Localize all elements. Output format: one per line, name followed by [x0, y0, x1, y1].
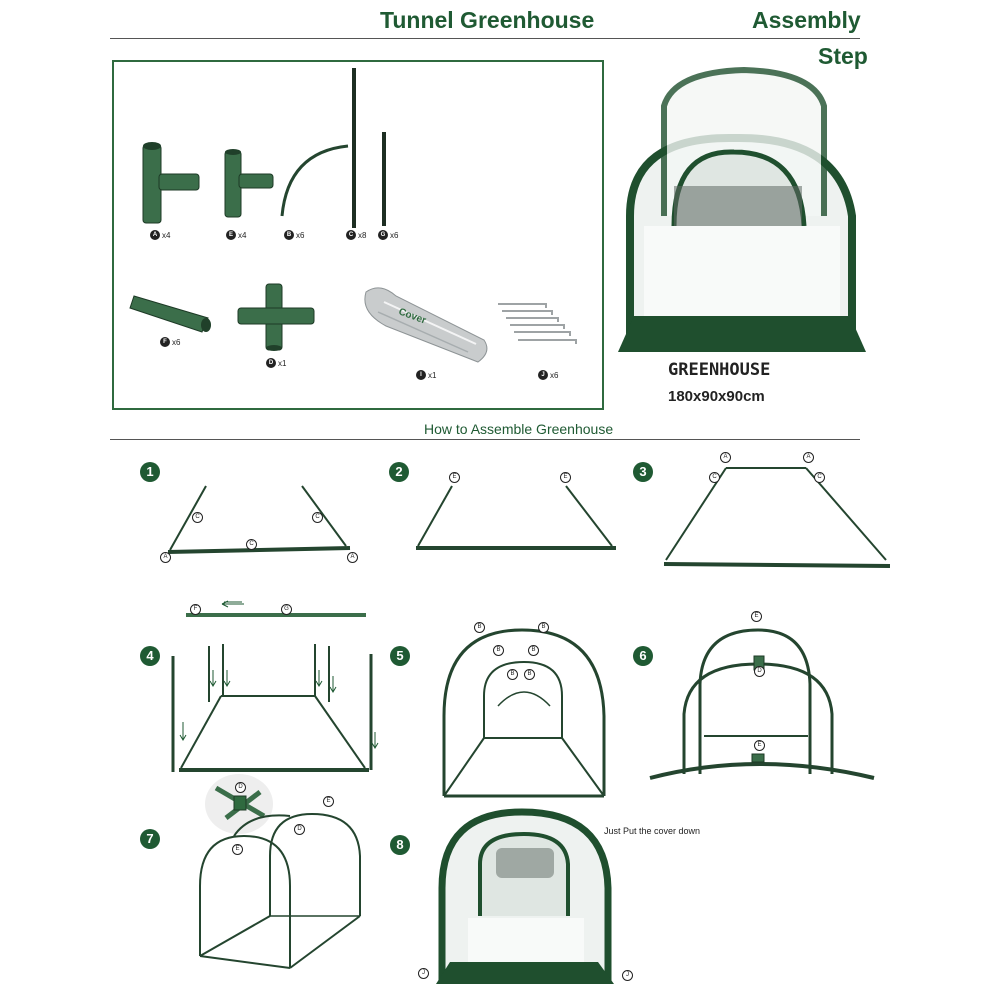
part-f-sleeve: [129, 295, 211, 333]
step-title: Step: [818, 43, 868, 69]
part-d-cross-connector: [237, 283, 315, 351]
step-5-tag: B: [474, 622, 485, 633]
header-rule: [110, 38, 860, 39]
step-1-tag: A: [160, 552, 171, 563]
step-1-tag: A: [347, 552, 358, 563]
greenhouse-photo: [618, 66, 866, 352]
step-6-tag: D: [754, 666, 765, 677]
step-4-pole-diagram: [186, 600, 366, 617]
step-4-diagram: [171, 644, 379, 772]
step-5-tag: B: [524, 669, 535, 680]
section-rule: [110, 439, 860, 440]
part-b-curved-pole: [280, 144, 349, 217]
step-number-1: 1: [140, 462, 160, 482]
step-2-tag: E: [560, 472, 571, 483]
step-number-2: 2: [389, 462, 409, 482]
section-title: How to Assemble Greenhouse: [424, 421, 614, 437]
step-5-tag: B: [538, 622, 549, 633]
step-8-tag: J: [622, 970, 633, 981]
product-size: 180x90x90cm: [668, 388, 765, 405]
step-8-tag: J: [418, 968, 429, 979]
part-j-ground-stakes: [498, 303, 577, 344]
step-5-tag: B: [528, 645, 539, 656]
part-e-tee-connector: [224, 149, 274, 218]
assembly-title: Assembly: [752, 7, 861, 33]
step-5-tag: B: [493, 645, 504, 656]
step-6-tag: E: [754, 740, 765, 751]
step-number-5: 5: [390, 646, 410, 666]
part-c-long-pole: [352, 68, 356, 228]
step-7-tag: E: [323, 796, 334, 807]
step-2-diagram: [416, 485, 616, 550]
part-a-tee-connector: [142, 142, 200, 224]
parts-list-box: [112, 60, 604, 410]
step-5-tag: B: [507, 669, 518, 680]
step-6-tag: E: [751, 611, 762, 622]
part-i-cover-roll: [364, 287, 488, 363]
product-name: GREENHOUSE: [668, 360, 771, 380]
step-number-4: 4: [140, 646, 160, 666]
step-4-tag: F: [190, 604, 201, 615]
step-number-8: 8: [390, 835, 410, 855]
step-5-diagram: [442, 628, 606, 798]
step-7-diagram: [199, 812, 361, 969]
step-8-note: Just Put the cover down: [604, 826, 701, 836]
step-1-tag: C: [192, 512, 203, 523]
step-1-diagram: [167, 485, 351, 554]
part-g-short-pole: [382, 132, 386, 226]
step-7-tag: D: [294, 824, 305, 835]
step-3-diagram: [663, 467, 891, 568]
step-2-tag: E: [449, 472, 460, 483]
step-number-6: 6: [633, 646, 653, 666]
step-1-tag: C: [312, 512, 323, 523]
step-3-tag: C: [814, 472, 825, 483]
step-4-tag: G: [281, 604, 292, 615]
step-7-tag: E: [232, 844, 243, 855]
step-8-diagram: [436, 808, 614, 984]
step-1-tag: C: [246, 539, 257, 550]
step-number-7: 7: [140, 829, 160, 849]
step-number-3: 3: [633, 462, 653, 482]
step-3-tag: A: [720, 452, 731, 463]
page-title: Tunnel Greenhouse: [380, 7, 595, 33]
step-3-tag: A: [803, 452, 814, 463]
step-6-diagram: [649, 628, 875, 780]
step-7-tag: D: [235, 782, 246, 793]
step-3-tag: C: [709, 472, 720, 483]
